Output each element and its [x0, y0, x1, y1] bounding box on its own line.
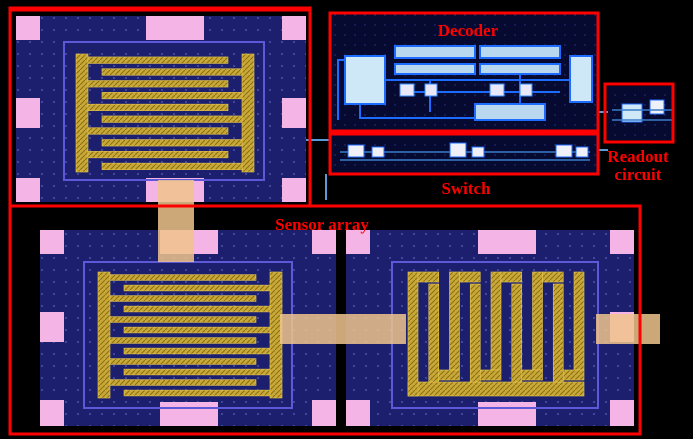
switch-label: Switch: [441, 179, 491, 198]
interdigitated-electrode-icon: [75, 53, 255, 173]
readout-highlight: [603, 82, 675, 144]
switch-highlight: [328, 132, 600, 176]
serpentine-electrode-icon: [407, 271, 585, 397]
sensor-array-highlight: [8, 6, 642, 436]
sensor-array-region: [40, 230, 634, 426]
decoder-highlight: [328, 11, 600, 133]
readout-label-line1: Readout: [607, 147, 669, 166]
interdigitated-electrode-icon: [97, 271, 283, 399]
decoder-circuit: [330, 14, 598, 130]
sensor-top-left: [16, 16, 306, 202]
readout-circuit: [608, 86, 672, 140]
decoder-label: Decoder: [438, 21, 499, 40]
switch-circuit: [330, 134, 598, 174]
sensor-array-label: Sensor array: [275, 215, 369, 234]
interconnect-traces: [158, 180, 660, 344]
readout-label-line2: circuit: [615, 165, 662, 184]
